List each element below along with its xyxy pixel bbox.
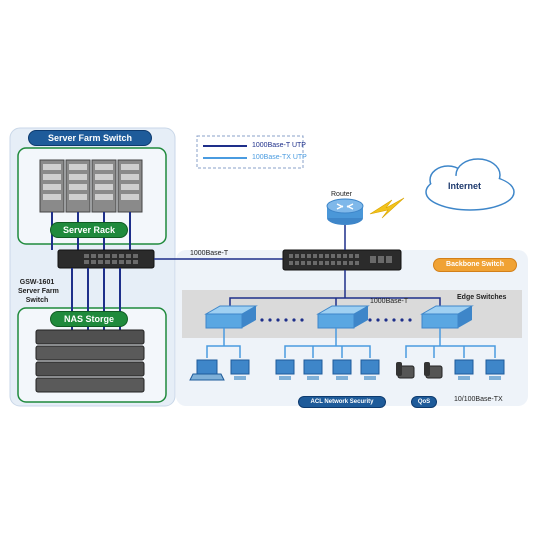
qos-label: QoS bbox=[411, 396, 437, 408]
gsw-label-line2: Server Farm bbox=[18, 288, 59, 295]
nas-storage-label: NAS Storge bbox=[50, 311, 128, 327]
acl-network-security-label: ACL Network Security bbox=[298, 396, 386, 408]
server-rack-graphic bbox=[39, 159, 143, 213]
speed-label: 10/100Base-TX bbox=[454, 396, 503, 403]
server-farm-title: Server Farm Switch bbox=[28, 130, 152, 146]
gsw-label-line3: Switch bbox=[25, 297, 49, 304]
edge-switches-label: Edge Switches bbox=[457, 294, 507, 301]
legend-box bbox=[196, 135, 304, 169]
end-device-graphics bbox=[189, 359, 505, 381]
internet-cloud bbox=[425, 158, 515, 211]
router-graphic bbox=[326, 198, 364, 250]
access-links bbox=[206, 328, 496, 358]
legend-item-1000base: 1000Base-T UTP bbox=[252, 142, 306, 149]
uplink-label: 1000Base-T bbox=[190, 250, 229, 257]
router-label: Router bbox=[331, 191, 353, 198]
edge-switch-graphics bbox=[204, 305, 474, 329]
server-rack-label: Server Rack bbox=[50, 222, 128, 238]
edge-uplink-label: 1000Base-T bbox=[370, 298, 409, 305]
gsw-1601-switch-graphic bbox=[57, 249, 155, 269]
gsw-label-line1: GSW-1601 bbox=[19, 279, 55, 286]
gsw-1601-label: GSW-1601 Server Farm Switch bbox=[18, 278, 59, 305]
nas-storage-graphic bbox=[35, 329, 145, 393]
backbone-switch-graphic bbox=[282, 249, 402, 271]
wan-link-bolt bbox=[369, 197, 405, 219]
internet-label: Internet bbox=[448, 181, 482, 191]
legend-item-100base: 100Base-TX UTP bbox=[252, 154, 307, 161]
stack-dots bbox=[260, 318, 412, 322]
backbone-switch-label: Backbone Switch bbox=[433, 258, 517, 272]
